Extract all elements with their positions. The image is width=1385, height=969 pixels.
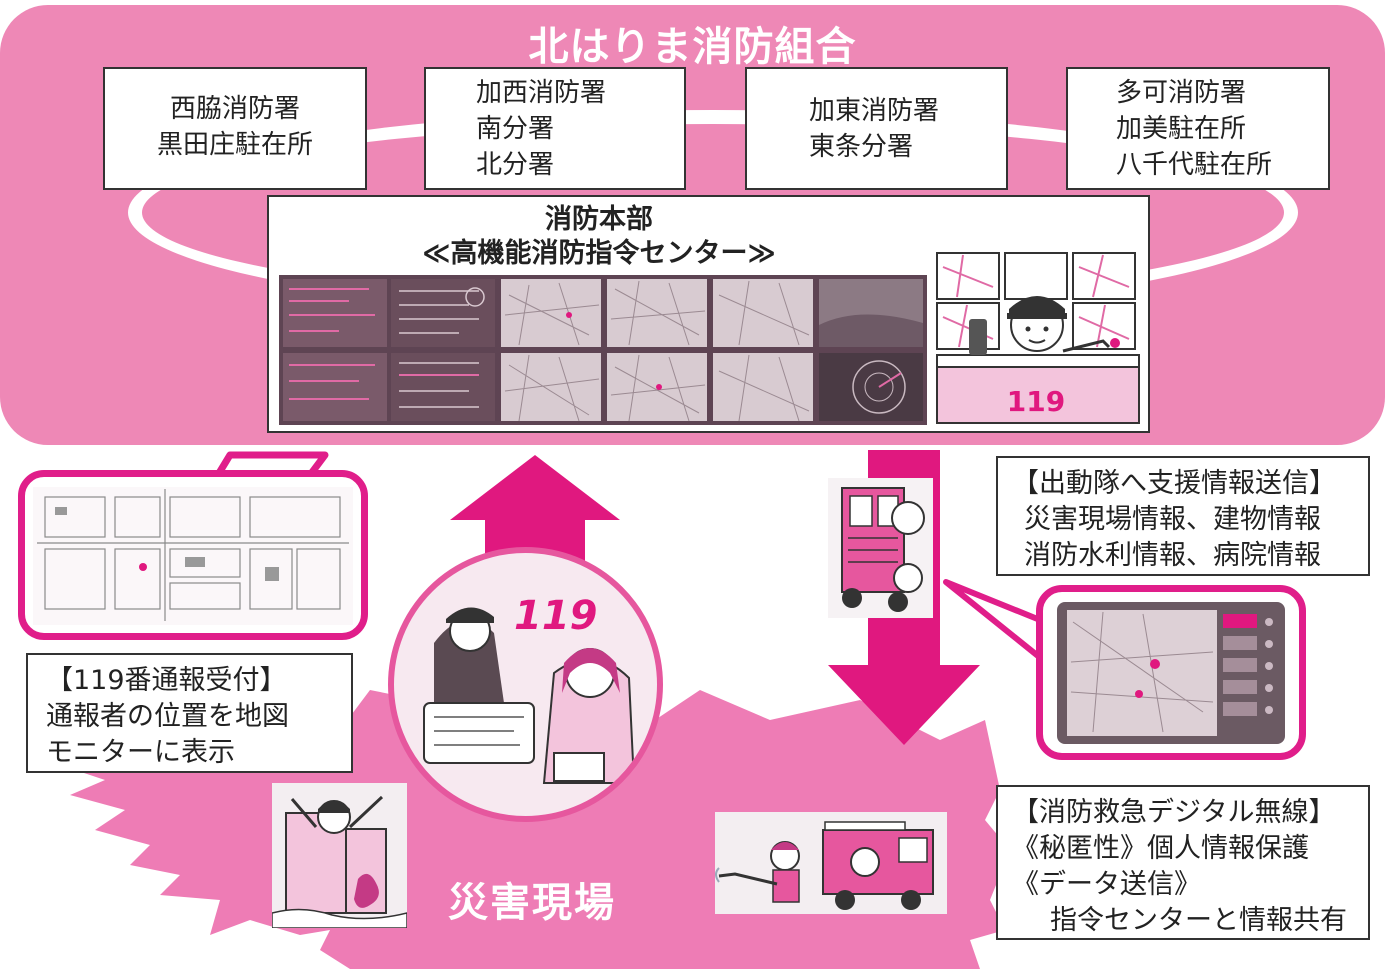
caller-icon bbox=[423, 607, 636, 784]
call-receipt-heading: 【119番通報受付】 bbox=[46, 665, 287, 696]
station-line: 加東消防署 bbox=[809, 96, 940, 126]
desk-number: 119 bbox=[1006, 385, 1066, 418]
headquarters-box: 消防本部 ≪高機能消防指令センター≫ bbox=[267, 195, 1150, 433]
station-box-kato: 加東消防署 東条分署 bbox=[745, 67, 1008, 190]
support-info-heading: 【出動隊へ支援情報送信】 bbox=[1012, 468, 1336, 499]
call-receipt-line1: 通報者の位置を地図 bbox=[46, 701, 289, 732]
support-info-line2: 消防水利情報、病院情報 bbox=[1024, 540, 1321, 571]
map-monitor-icon bbox=[33, 487, 353, 625]
station-line: 黒田庄駐在所 bbox=[156, 130, 313, 160]
call-receipt-box: 【119番通報受付】 通報者の位置を地図 モニターに表示 bbox=[26, 653, 353, 773]
map-bubble bbox=[18, 470, 368, 640]
headquarters-title: 消防本部 ≪高機能消防指令センター≫ bbox=[269, 203, 929, 271]
fire-engine-hose-icon bbox=[715, 821, 934, 910]
support-info-box: 【出動隊へ支援情報送信】 災害現場情報、建物情報 消防水利情報、病院情報 bbox=[996, 456, 1370, 576]
station-line: 東条分署 bbox=[809, 132, 914, 162]
headquarters-title-line1: 消防本部 bbox=[545, 204, 653, 235]
station-line: 加西消防署 bbox=[476, 78, 607, 108]
call-number: 119 bbox=[514, 593, 598, 639]
digital-radio-line3: 指令センターと情報共有 bbox=[1050, 905, 1347, 936]
organization-title: 北はりま消防組合 bbox=[528, 24, 857, 70]
support-info-line1: 災害現場情報、建物情報 bbox=[1024, 504, 1321, 535]
headquarters-title-line2: ≪高機能消防指令センター≫ bbox=[422, 238, 776, 269]
dispatcher-icon bbox=[936, 252, 1140, 424]
dispatcher-illustration: 119 bbox=[933, 247, 1143, 427]
rescue-illustration bbox=[271, 783, 408, 929]
tablet-bubble-tail bbox=[943, 579, 1051, 667]
fire-truck-icon bbox=[828, 478, 933, 618]
station-line: 加美駐在所 bbox=[1116, 114, 1247, 144]
station-line: 西脇消防署 bbox=[169, 94, 300, 124]
fire-engine-illustration bbox=[715, 812, 947, 914]
station-line: 南分署 bbox=[476, 114, 555, 144]
station-box-taka: 多可消防署 加美駐在所 八千代駐在所 bbox=[1066, 67, 1330, 190]
call-receipt-line2: モニターに表示 bbox=[46, 737, 235, 768]
rescue-person-icon bbox=[271, 795, 408, 929]
station-line: 多可消防署 bbox=[1116, 78, 1247, 108]
disaster-scene-label: 災害現場 bbox=[448, 880, 616, 926]
digital-radio-line2: 《データ送信》 bbox=[1012, 869, 1201, 900]
station-line: 北分署 bbox=[476, 150, 555, 180]
call-illustration: 119 bbox=[388, 547, 663, 822]
monitor-wall bbox=[279, 275, 927, 425]
digital-radio-heading: 【消防救急デジタル無線】 bbox=[1012, 797, 1336, 828]
digital-radio-box: 【消防救急デジタル無線】 《秘匿性》個人情報保護 《データ送信》 指令センターと… bbox=[996, 785, 1370, 940]
station-line: 八千代駐在所 bbox=[1116, 150, 1273, 180]
station-box-kasai: 加西消防署 南分署 北分署 bbox=[424, 67, 686, 190]
up-arrow-icon bbox=[450, 455, 620, 570]
station-box-nishiwaki: 西脇消防署 黒田庄駐在所 bbox=[103, 67, 367, 190]
digital-radio-line1: 《秘匿性》個人情報保護 bbox=[1012, 833, 1309, 864]
tablet-bubble bbox=[1036, 585, 1306, 760]
fire-truck-illustration bbox=[828, 478, 933, 618]
tablet-terminal-icon bbox=[1057, 602, 1285, 744]
monitor-wall-icon bbox=[279, 275, 927, 425]
